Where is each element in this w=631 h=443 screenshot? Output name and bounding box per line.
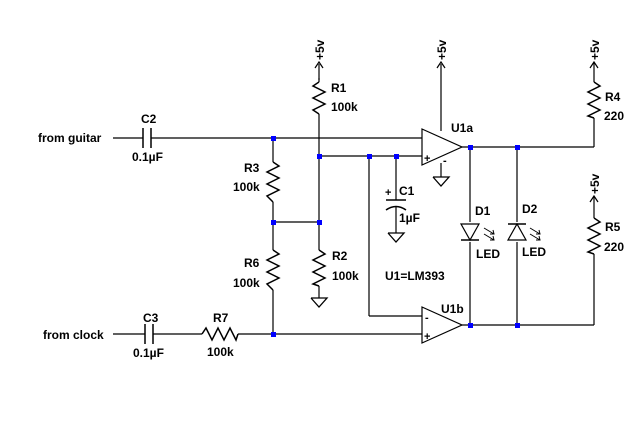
label-d2-name: D2 [522, 202, 538, 216]
junction-dot [271, 136, 276, 141]
ground-r2 [310, 297, 329, 308]
junction-dot [468, 145, 473, 150]
label-c2-value: 0.1µF [132, 150, 163, 164]
label-r3-name: R3 [244, 161, 260, 175]
junction-dot [515, 323, 520, 328]
comparator-u1b [421, 306, 464, 344]
label-r1-name: R1 [331, 81, 347, 95]
wires [113, 62, 595, 335]
label-supply-r1: +5v [313, 39, 327, 60]
resistor-r7 [201, 326, 239, 342]
label-c3-name: C3 [143, 311, 159, 325]
led-d1 [459, 223, 495, 242]
label-r1-value: 100k [331, 100, 358, 114]
label-c3-value: 0.1µF [133, 346, 164, 360]
label-r4-value: 220 [604, 109, 624, 123]
label-u1a-plus: + [424, 153, 430, 165]
label-from-clock: from clock [43, 328, 104, 342]
label-r2-name: R2 [332, 249, 348, 263]
label-c2-name: C2 [141, 112, 157, 126]
label-u1a-name: U1a [451, 121, 473, 135]
resistor-r2 [311, 249, 327, 287]
junction-dot [317, 220, 322, 225]
capacitor-c3 [144, 324, 154, 344]
label-u1b-plus: + [424, 331, 430, 343]
label-d1-name: D1 [475, 204, 491, 218]
junction-dot [317, 154, 322, 159]
label-d2-value: LED [522, 245, 546, 259]
label-r7-value: 100k [207, 345, 234, 359]
comparator-u1a [421, 128, 464, 166]
label-supply-r4: +5v [588, 39, 602, 60]
junction-dot [394, 154, 399, 159]
resistor-r6 [265, 249, 281, 291]
label-d1-value: LED [476, 247, 500, 261]
junction-dot [468, 323, 473, 328]
junction-dot [515, 145, 520, 150]
label-r5-value: 220 [604, 240, 624, 254]
capacitor-c2 [142, 128, 152, 148]
junction-dot [271, 332, 276, 337]
resistor-r5 [586, 217, 602, 255]
label-from-guitar: from guitar [38, 131, 102, 145]
resistor-r3 [265, 161, 281, 203]
label-c1-value: 1µF [399, 211, 420, 225]
ground-c1 [387, 232, 406, 243]
resistor-r4 [586, 81, 602, 119]
supply-r4-arrow [589, 60, 599, 69]
label-c1-name: C1 [399, 184, 415, 198]
label-r3-value: 100k [233, 180, 260, 194]
label-u1a-minus: - [443, 155, 447, 167]
label-c1-polarity: + [385, 187, 391, 199]
junction-dot [367, 154, 372, 159]
label-supply-u1: +5v [435, 39, 449, 60]
ground-u1a [432, 176, 451, 187]
capacitor-c1 [385, 199, 407, 211]
supply-u1-arrow [436, 60, 446, 69]
label-r6-value: 100k [233, 276, 260, 290]
supply-r1-arrow [314, 60, 324, 80]
supply-r5-arrow [589, 194, 599, 203]
label-r7-name: R7 [213, 311, 229, 325]
junction-dot [271, 220, 276, 225]
label-r6-name: R6 [244, 256, 260, 270]
label-r5-name: R5 [605, 220, 621, 234]
resistor-r1 [311, 81, 327, 115]
label-supply-r5: +5v [588, 173, 602, 194]
label-u1b-name: U1b [441, 302, 464, 316]
junctions [271, 136, 520, 337]
label-u1b-minus: - [425, 312, 429, 324]
led-d2 [506, 222, 541, 241]
label-part-note: U1=LM393 [385, 269, 445, 283]
label-r2-value: 100k [332, 269, 359, 283]
label-r4-name: R4 [605, 90, 621, 104]
